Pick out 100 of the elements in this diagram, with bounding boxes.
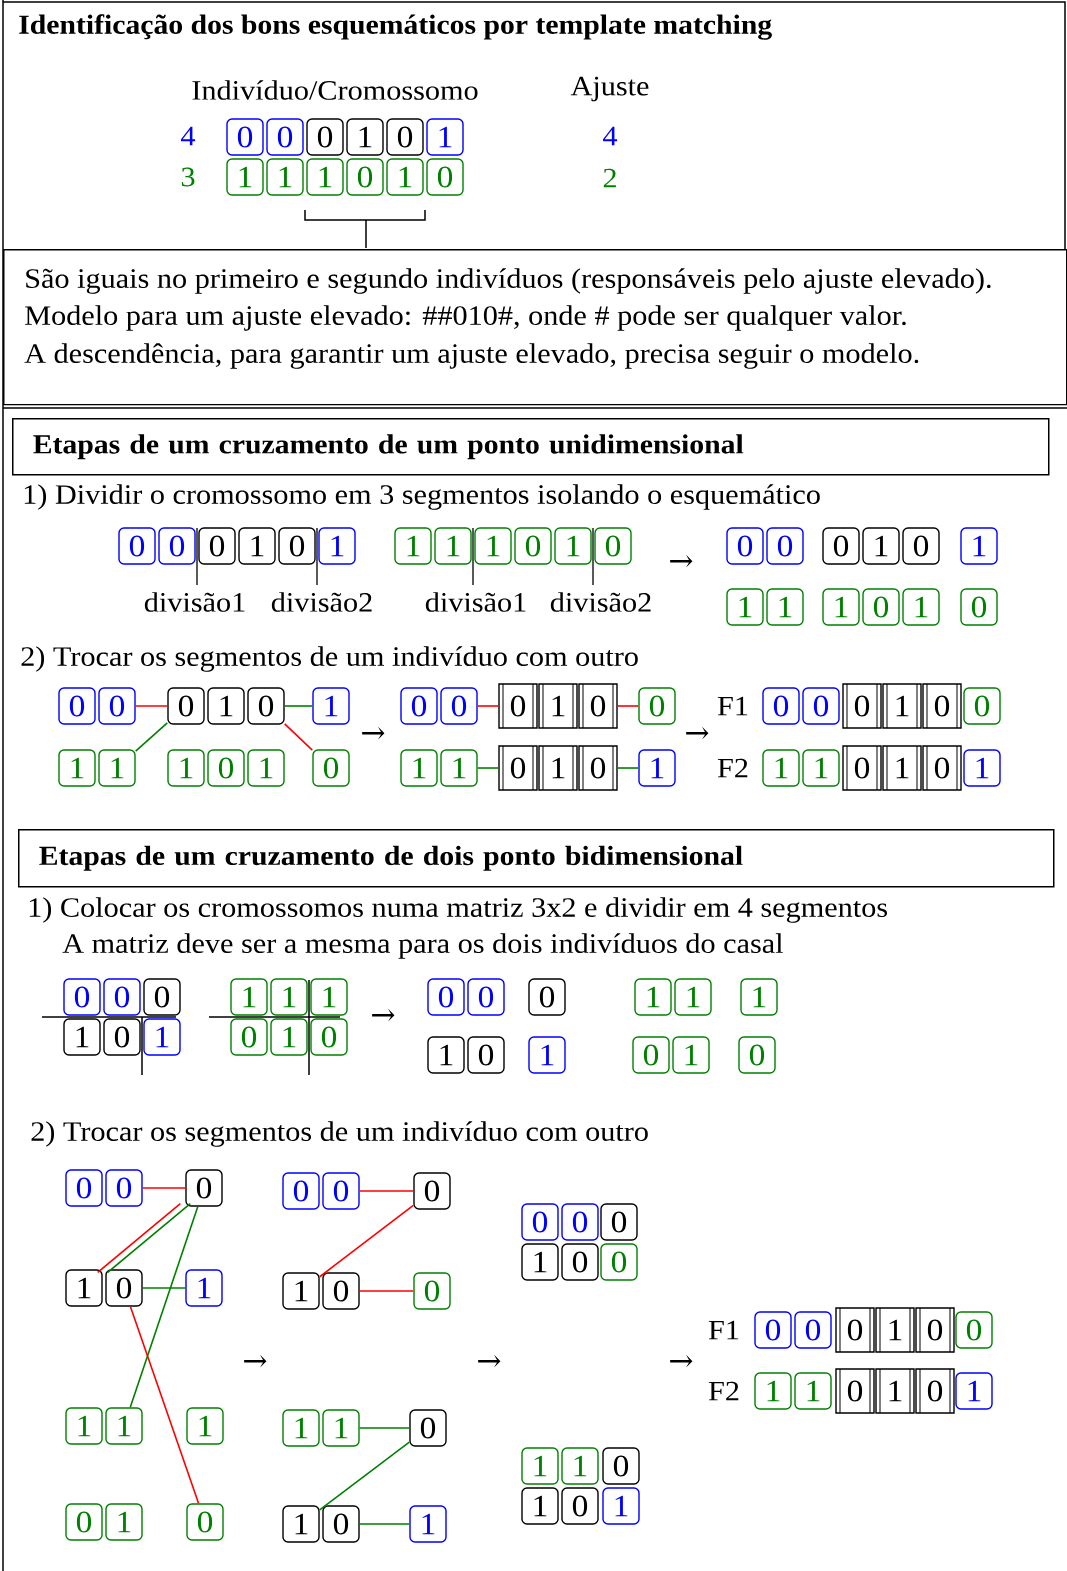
segment-box: 0: [922, 745, 962, 791]
label: 1) Colocar os cromossomos numa matriz 3x2 e dividir em 4 segmentos: [29, 897, 887, 923]
connector-line: [283, 705, 314, 707]
digit-box: 1: [226, 158, 264, 196]
digit-box: 1: [427, 1036, 465, 1074]
digit-box: 0: [514, 527, 552, 565]
connector-line: [358, 1523, 411, 1525]
digit-box: 1: [312, 687, 350, 725]
heading-box: Etapas de um cruzamento de um ponto unidimensional: [12, 418, 1050, 476]
digit-box: 0: [105, 1269, 143, 1307]
digit-box: 0: [726, 527, 764, 565]
label: Ajuste: [570, 76, 649, 102]
digit-box: 1: [185, 1269, 223, 1307]
digit-box: 1: [318, 527, 356, 565]
arrow-symbol: →: [478, 1355, 501, 1368]
digit-box: 0: [322, 1172, 360, 1210]
segment-box: 0: [498, 683, 538, 729]
digit-box: 1: [247, 749, 285, 787]
digit-box: 1: [65, 1269, 103, 1307]
label: F1: [708, 1320, 739, 1340]
digit-box: 0: [103, 1018, 141, 1056]
digit-box: 1: [521, 1243, 559, 1281]
label: 2) Trocar os segmentos de um indivíduo com outro: [21, 646, 638, 672]
digit-box: 1: [238, 527, 276, 565]
digit-box: 0: [400, 687, 438, 725]
digit-box: 0: [266, 118, 304, 156]
segment-box: 1: [538, 683, 578, 729]
segment-box: 1: [538, 745, 578, 791]
digit-box: 1: [270, 978, 308, 1016]
digit-box: 1: [862, 527, 900, 565]
digit-box: 0: [794, 1311, 832, 1349]
connector-line: [106, 1202, 192, 1274]
digit-box: 1: [822, 588, 860, 626]
digit-box: 1: [955, 1372, 993, 1410]
digit-box: 0: [963, 687, 1001, 725]
digit-box: 0: [312, 749, 350, 787]
division-label: divisão1: [144, 592, 245, 612]
digit-box: 0: [600, 1203, 638, 1241]
digit-box: 0: [528, 978, 566, 1016]
segment-box: 1: [882, 683, 922, 729]
label: F1: [717, 696, 748, 716]
connector-line: [141, 1287, 187, 1289]
segment-box: 0: [842, 683, 882, 729]
digit-box: 1: [322, 1409, 360, 1447]
heading-box: Etapas de um cruzamento de dois ponto bidimensional: [18, 829, 1055, 888]
digit-box: 0: [143, 978, 181, 1016]
digit-box: 0: [409, 1409, 447, 1447]
digit-box: 0: [822, 527, 860, 565]
digit-box: 0: [310, 1018, 348, 1056]
connector-line: [134, 705, 169, 707]
label: 4: [603, 126, 618, 146]
digit-box: 0: [158, 527, 196, 565]
digit-box: 1: [740, 978, 778, 1016]
digit-box: 0: [322, 1505, 360, 1543]
digit-box: 1: [409, 1505, 447, 1543]
digit-box: 0: [63, 978, 101, 1016]
digit-box: 1: [394, 527, 432, 565]
digit-box: 1: [754, 1372, 792, 1410]
digit-box: 1: [105, 1503, 143, 1541]
connector-line: [129, 1305, 200, 1505]
segment-box: 0: [922, 683, 962, 729]
digit-box: 1: [310, 978, 348, 1016]
digit-box: 1: [902, 588, 940, 626]
arrow-symbol: →: [670, 555, 693, 568]
segment-box: 0: [915, 1307, 955, 1353]
digit-box: 1: [282, 1505, 320, 1543]
digit-box: 1: [474, 527, 512, 565]
digit-box: 1: [561, 1447, 599, 1485]
digit-box: 1: [521, 1487, 559, 1525]
arrow-symbol: →: [244, 1355, 267, 1368]
digit-box: 1: [521, 1447, 559, 1485]
digit-box: 1: [270, 1018, 308, 1056]
digit-box: 0: [594, 527, 632, 565]
digit-box: 0: [632, 1036, 670, 1074]
segment-box: 0: [915, 1368, 955, 1414]
connector-line: [96, 1202, 182, 1274]
digit-box: 1: [674, 978, 712, 1016]
division-label: divisão2: [271, 592, 372, 612]
digit-box: 0: [230, 1018, 268, 1056]
digit-box: 0: [207, 749, 245, 787]
digit-box: 0: [58, 687, 96, 725]
digit-box: 1: [440, 749, 478, 787]
segment-box: 1: [875, 1307, 915, 1353]
digit-box: 1: [554, 527, 592, 565]
digit-box: 0: [600, 1243, 638, 1281]
digit-box: 0: [467, 1036, 505, 1074]
digit-box: 0: [103, 978, 141, 1016]
digit-box: 1: [762, 749, 800, 787]
digit-box: 0: [762, 687, 800, 725]
arrow-symbol: →: [686, 727, 709, 740]
digit-box: 0: [198, 527, 236, 565]
segment-box: 0: [835, 1307, 875, 1353]
digit-box: 0: [561, 1203, 599, 1241]
connector-line: [283, 723, 314, 751]
digit-box: 0: [105, 1169, 143, 1207]
digit-box: 1: [207, 687, 245, 725]
title: Identificação dos bons esquemáticos por template matching: [19, 14, 772, 40]
segment-box: 0: [578, 745, 618, 791]
digit-box: 1: [186, 1407, 224, 1445]
connector-line: [616, 705, 640, 707]
